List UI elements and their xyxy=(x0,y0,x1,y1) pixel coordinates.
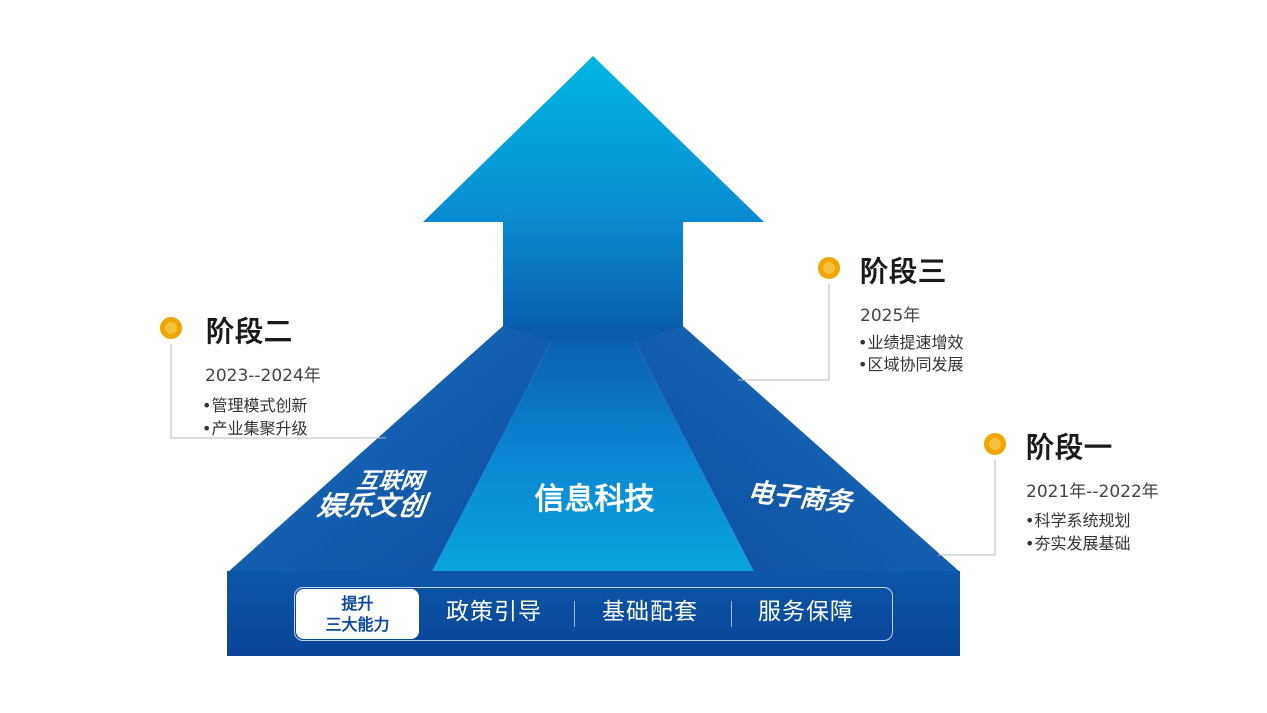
capability-service-guarantee: 服务保障 xyxy=(758,601,854,624)
stage-one-marker-icon xyxy=(984,433,1006,455)
stage-three-marker-icon xyxy=(818,257,840,279)
stage-three-year: 2025年 xyxy=(860,308,920,325)
capability-badge-line-2: 三大能力 xyxy=(296,614,419,635)
capability-infrastructure: 基础配套 xyxy=(602,601,698,624)
stage-one-year: 2021年--2022年 xyxy=(1026,484,1159,501)
stage-one-item-1: •科学系统规划 xyxy=(1025,513,1130,529)
capability-badge: 提升 三大能力 xyxy=(296,589,419,639)
stage-three-item-1: •业绩提速增效 xyxy=(858,335,963,351)
stage-three-item-2: •区域协同发展 xyxy=(858,357,963,373)
leader-line-stage-three xyxy=(738,284,829,380)
capability-badge-line-1: 提升 xyxy=(296,593,419,614)
stage-two-marker-icon xyxy=(160,317,182,339)
leader-line-stage-one xyxy=(938,460,995,555)
capability-divider-1 xyxy=(574,601,575,627)
left-face-line-1: 互联网 xyxy=(308,470,441,493)
left-face-label: 互联网 娱乐文创 xyxy=(304,470,441,521)
left-face-line-2: 娱乐文创 xyxy=(304,493,438,521)
stage-one-title: 阶段一 xyxy=(1026,434,1113,462)
stage-two-item-2: •产业集聚升级 xyxy=(202,421,307,437)
stage-two-year: 2023--2024年 xyxy=(205,368,321,385)
stage-two-item-1: •管理模式创新 xyxy=(202,398,307,414)
center-lane-label: 信息科技 xyxy=(522,484,667,516)
arrow-head xyxy=(423,56,764,328)
stage-three-title: 阶段三 xyxy=(860,258,947,286)
capability-divider-2 xyxy=(731,601,732,627)
stage-two-title: 阶段二 xyxy=(206,318,293,346)
stage-one-item-2: •夯实发展基础 xyxy=(1025,536,1130,552)
capability-policy-guidance: 政策引导 xyxy=(446,601,542,624)
